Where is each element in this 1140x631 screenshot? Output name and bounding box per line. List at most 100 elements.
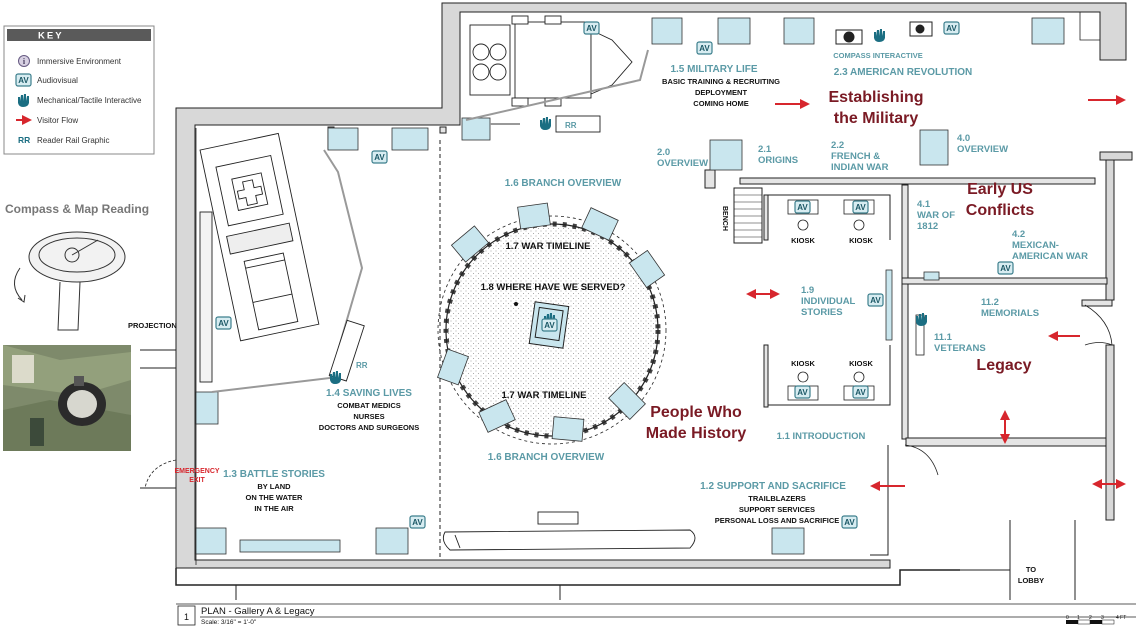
kiosk-label: KIOSK (791, 359, 815, 368)
submarine-model (442, 511, 696, 551)
compass-map-photo (3, 345, 131, 451)
zone-war-1812: WAR OF (917, 210, 955, 221)
section-early-us-line1: Early US (967, 181, 1033, 198)
hand-icon (874, 29, 885, 42)
av-badges: AV AV AV AV AV AV AV AV AV AV AV AV AV A… (215, 21, 1014, 529)
zone-veterans: VETERANS (934, 343, 986, 354)
zone-support-sacrifice-line: PERSONAL LOSS AND SACRIFICE (715, 516, 840, 525)
zone-veterans: 11.1 (934, 332, 953, 343)
svg-text:AV: AV (699, 44, 710, 53)
key-title: KEY (38, 31, 64, 42)
svg-text:1: 1 (1077, 615, 1080, 621)
kiosk-label: KIOSK (791, 236, 815, 245)
exhibit-panels (195, 17, 1065, 555)
zone-battle-stories-line: BY LAND (257, 482, 291, 491)
reader-rail-label: RR (565, 121, 577, 130)
av-badge: AV (541, 318, 558, 332)
zone-battle-stories-line: ON THE WATER (246, 493, 304, 502)
zone-military-life-line: DEPLOYMENT (695, 88, 748, 97)
zone-french-indian: FRENCH & (831, 151, 880, 162)
kiosk-label: KIOSK (849, 359, 873, 368)
section-legacy: Legacy (976, 357, 1031, 374)
zone-war-timeline-bottom: 1.7 WAR TIMELINE (502, 390, 587, 401)
zone-individual-stories: INDIVIDUAL (801, 296, 856, 307)
zone-where-served: 1.8 WHERE HAVE WE SERVED? (481, 282, 626, 293)
svg-text:AV: AV (374, 153, 385, 162)
svg-text:AV: AV (797, 203, 808, 212)
section-establishing-line2: the Military (834, 110, 919, 127)
reader-rail-icon: RR (18, 135, 30, 145)
zone-overview-40: 4.0 (957, 133, 970, 144)
av-badge: AV (943, 21, 960, 35)
compass-interactive-label: COMPASS INTERACTIVE (833, 51, 922, 60)
plan-title: PLAN - Gallery A & Legacy (201, 606, 315, 617)
hand-icon (916, 313, 927, 326)
bench-label: BENCH (721, 206, 728, 231)
svg-text:AV: AV (218, 319, 229, 328)
lobby-label: TO (1026, 565, 1036, 574)
svg-text:AV: AV (870, 296, 881, 305)
zone-overview-20: OVERVIEW (657, 158, 708, 169)
emergency-exit-label: EMERGENCY (174, 468, 219, 475)
av-badge: AV (794, 385, 811, 399)
av-badge: AV (409, 515, 426, 529)
svg-text:AV: AV (1000, 264, 1011, 273)
plan-scale: Scale: 3/16" = 1'-0" (201, 619, 257, 626)
hand-icon (330, 371, 341, 384)
key-legend: KEY i Immersive Environment AV Audiovisu… (3, 25, 155, 155)
kiosk-label: KIOSK (849, 236, 873, 245)
key-item-label: Mechanical/Tactile Interactive (37, 96, 142, 105)
av-badge: AV (997, 261, 1014, 275)
zone-individual-stories: STORIES (801, 307, 843, 318)
central-rotunda (437, 202, 667, 445)
svg-text:AV: AV (544, 321, 555, 330)
svg-text:0: 0 (1066, 615, 1069, 621)
zone-saving-lives-title: 1.4 SAVING LIVES (326, 388, 412, 399)
key-item-label: Reader Rail Graphic (37, 136, 109, 145)
compass-map-title: Compass & Map Reading (5, 202, 149, 216)
transport-trailer (465, 15, 649, 133)
zone-military-life-line: BASIC TRAINING & RECRUITING (662, 77, 780, 86)
av-badge: AV (852, 200, 869, 214)
projection-label: PROJECTION (128, 321, 177, 330)
emergency-exit-label: EXIT (189, 477, 205, 484)
svg-text:2: 2 (1089, 615, 1092, 621)
svg-text:AV: AV (855, 203, 866, 212)
zone-saving-lives-line: COMBAT MEDICS (337, 401, 401, 410)
key-item-label: Audiovisual (37, 76, 78, 85)
zone-origins: 2.1 (758, 144, 772, 155)
zone-memorials: 11.2 (981, 297, 999, 308)
audiovisual-icon: AV (15, 73, 32, 87)
zone-battle-stories-line: IN THE AIR (254, 504, 294, 513)
zone-french-indian: INDIAN WAR (831, 162, 889, 173)
section-people-line1: People Who (650, 404, 742, 421)
immersive-icon (18, 55, 30, 67)
zone-military-life-title: 1.5 MILITARY LIFE (670, 64, 757, 75)
medical-vehicle (199, 132, 365, 393)
zone-support-sacrifice-line: SUPPORT SERVICES (739, 505, 815, 514)
zone-origins: ORIGINS (758, 155, 798, 166)
visitor-flow-arrows (746, 95, 1126, 491)
zone-mexican-american: MEXICAN- (1012, 240, 1059, 251)
av-badge: AV (371, 150, 388, 164)
zone-saving-lives-line: DOCTORS AND SURGEONS (319, 423, 419, 432)
zone-mexican-american: 4.2 (1012, 229, 1025, 240)
zone-saving-lives-line: NURSES (353, 412, 384, 421)
reader-rail-label: RR (356, 361, 368, 370)
svg-text:4 FT: 4 FT (1116, 615, 1126, 621)
hand-icon (18, 94, 29, 107)
svg-text:AV: AV (946, 24, 957, 33)
zone-support-sacrifice-title: 1.2 SUPPORT AND SACRIFICE (700, 481, 846, 492)
section-early-us-line2: Conflicts (966, 202, 1035, 219)
zone-labels: 1.5 MILITARY LIFE BASIC TRAINING & RECRU… (128, 51, 1088, 585)
title-block: 1 PLAN - Gallery A & Legacy Scale: 3/16"… (176, 603, 1136, 626)
av-badge: AV (867, 293, 884, 307)
zone-war-1812: 4.1 (917, 199, 931, 210)
plan-number: 1 (184, 612, 189, 622)
compass-interactive-station (835, 21, 933, 45)
section-establishing-line1: Establishing (828, 89, 923, 106)
av-badge: AV (696, 41, 713, 55)
key-item-label: Visitor Flow (37, 116, 78, 125)
key-item-label: Immersive Environment (37, 57, 122, 66)
